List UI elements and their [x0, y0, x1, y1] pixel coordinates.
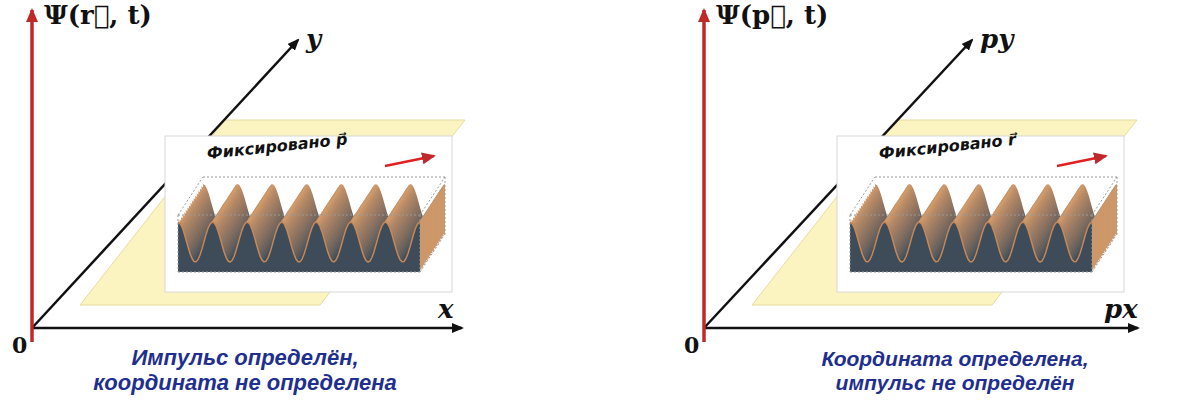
psi-axis [702, 10, 706, 342]
box-edge [1117, 177, 1118, 234]
axis-name: x [438, 294, 454, 324]
box-edge [445, 177, 446, 234]
wave-crest [178, 222, 420, 262]
box-edge [850, 215, 1092, 216]
box-edge [850, 177, 875, 215]
box-edge [420, 177, 445, 215]
plane [752, 120, 1137, 305]
box-edge [850, 215, 851, 272]
axis-title: Ψ(r⃗, t) [44, 0, 152, 30]
axis-name: y [306, 24, 321, 54]
origin-label: 0 [684, 332, 699, 358]
axis-name: px [1104, 294, 1138, 324]
box-edge [875, 177, 1117, 178]
panel-label: Фиксировано p⃗ [206, 129, 348, 163]
box-edge [1092, 234, 1117, 272]
panel-label: Фиксировано r⃗ [878, 130, 1017, 163]
box-edge [420, 215, 421, 272]
axis-title: Ψ(p⃗, t) [716, 0, 828, 30]
wave-panel: Фиксировано r⃗ [837, 136, 1124, 292]
plane-wave [178, 177, 445, 272]
caption: Импульс определён, координата не определ… [75, 345, 415, 396]
origin-label: 0 [12, 332, 27, 358]
px-axis [704, 327, 1138, 330]
direction-arrow [385, 156, 434, 166]
box-edge [203, 177, 445, 178]
x-axis [32, 327, 462, 330]
wave-crest [850, 222, 1092, 262]
wave-panel: Фиксировано p⃗ [165, 136, 452, 292]
axis-name: py [980, 24, 1013, 54]
box-edge [178, 215, 179, 272]
box-edge [178, 177, 203, 215]
plane-wave [850, 177, 1117, 272]
box-edge [1092, 215, 1093, 272]
psi-axis [30, 10, 34, 342]
direction-arrow [1057, 156, 1106, 166]
box-edge [1092, 177, 1117, 215]
box-edge [178, 272, 420, 273]
wave-slice [850, 222, 1092, 272]
box-edge [850, 272, 1092, 273]
wave-slice [178, 222, 420, 272]
box-edge [420, 234, 445, 272]
caption: Координата определена, импульс не опреде… [785, 347, 1125, 395]
box-edge [178, 215, 420, 216]
